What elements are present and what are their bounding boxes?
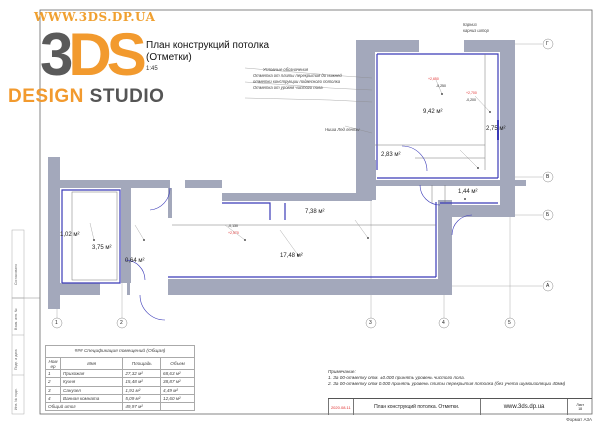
stamp-date: 2020.08.11 [328,399,353,415]
axis-label: 3 [369,320,372,326]
cell: 3 [45,385,61,395]
cell: Санузел [59,385,124,395]
cell: 1,91 м² [122,385,162,395]
axis-label: 4 [442,320,445,326]
elevation-mark: +2,700 [466,91,477,95]
led-niche-label: Ниша Лед ленты [325,127,360,132]
cell: 4,49 м² [160,385,195,395]
logo-3: 3 [40,21,73,88]
cell: 12,60 м² [160,393,195,403]
header-cell: Имя [59,356,124,371]
room-area: 1,02 м² [60,232,80,238]
cell: Кухня [59,377,124,387]
legend-item: Отметка от плиты перекрытия до нижней [253,73,342,78]
cornice-sub: карниз штор [463,28,489,33]
notes: Примечание: 1. За 00-отметку отм. ±0.000… [328,369,565,388]
room-area: 17,48 м² [280,253,303,259]
cell: 38,87 м² [160,377,195,387]
note-line: 1. За 00-отметку отм. ±0.000 принять уро… [328,375,465,381]
note-line: 2. За 00-отметку отм 0.000 принять урове… [328,381,566,387]
cell: 1 [45,369,61,379]
logo-design: DESIGN [8,86,84,107]
cell: 27,32 м² [122,369,162,379]
side-label: Согласовано [14,263,18,285]
legend: Условные обозначения Отметка от плиты пе… [253,67,342,91]
logo-url: WWW.3DS.DP.UA [34,10,156,24]
cell [160,401,195,412]
legend-item: отметки конструкции подвесного потолка [253,79,341,84]
table-caption: ### Спецификация помещений (Общая) [45,345,195,357]
logo-mark: 3DS [40,25,147,85]
title-line-2: (Отметки) [146,52,192,63]
notes-heading: Примечание: [328,369,356,374]
elevation-mark: +2,650 [428,77,439,81]
side-label: Подп. и дата [14,349,18,370]
cornice-title: Карниз [463,22,477,27]
room-area: 2,75 м² [486,126,506,132]
logo-studio: STUDIO [89,86,165,107]
axis-label: Б [546,212,550,218]
header-cell: Площадь [122,356,162,371]
elevation-mark: -0,200 [466,98,476,102]
room-area: 2,83 м² [381,152,401,158]
cell: 68,63 м² [160,369,195,379]
room-area: 0,64 м² [125,258,145,264]
cell: 49,97 м² [122,401,162,412]
axis-label: 2 [120,320,123,326]
room-area: 7,38 м² [305,209,325,215]
logo-ds: DS [68,21,146,88]
cell: 15,48 м² [122,377,162,387]
room-area: 3,75 м² [92,245,112,251]
table-header: Ном ер Имя Площадь Объем [45,356,195,371]
stamp-title: План конструкций потолка. Отметки. [352,399,480,415]
header-cell: Ном ер [45,356,61,371]
axis-label: А [546,283,550,289]
cell: Прихожая [59,369,124,379]
axis-label: Г [546,41,549,47]
axis-label: В [546,174,550,180]
legend-heading: Условные обозначения [263,67,309,72]
elevation-mark: +2,570 [228,231,239,235]
room-area: 1,44 м² [458,189,478,195]
cell: Общий итог [44,401,124,412]
header-cell: Объем [160,356,195,371]
paper-format: Формат А3А [566,417,592,422]
side-label: Инв. № подл. [14,388,18,410]
cell: 2 [45,377,61,387]
room-area: 9,42 м² [423,109,443,115]
elevation-mark: -0,130 [228,224,238,228]
title-block: 2020.08.11 План конструкций потолка. Отм… [328,398,592,415]
stamp-site: www.3ds.dp.ua [479,399,568,415]
sheet-number: 18 [578,407,583,411]
axis-label: 1 [55,320,58,326]
cell: 5,09 м² [122,393,162,403]
cell: Ванная комната [59,393,124,403]
axis-label: 5 [508,320,511,326]
sheet-label: Лист [576,403,584,407]
cell: 4 [45,393,61,403]
drawing-title: План конструкций потолка(Отметки) [146,40,269,64]
elevation-mark: -0,250 [436,84,446,88]
room-spec-table: ### Спецификация помещений (Общая) Ном е… [44,345,195,412]
logo-brand: DESIGN STUDIO [8,87,164,107]
side-label: Взам. инв. № [14,308,18,330]
drawing-scale: 1:45 [146,66,158,72]
title-line-1: План конструкций потолка [146,40,270,51]
legend-item: Отметка от уровня чистого пола [253,85,323,90]
